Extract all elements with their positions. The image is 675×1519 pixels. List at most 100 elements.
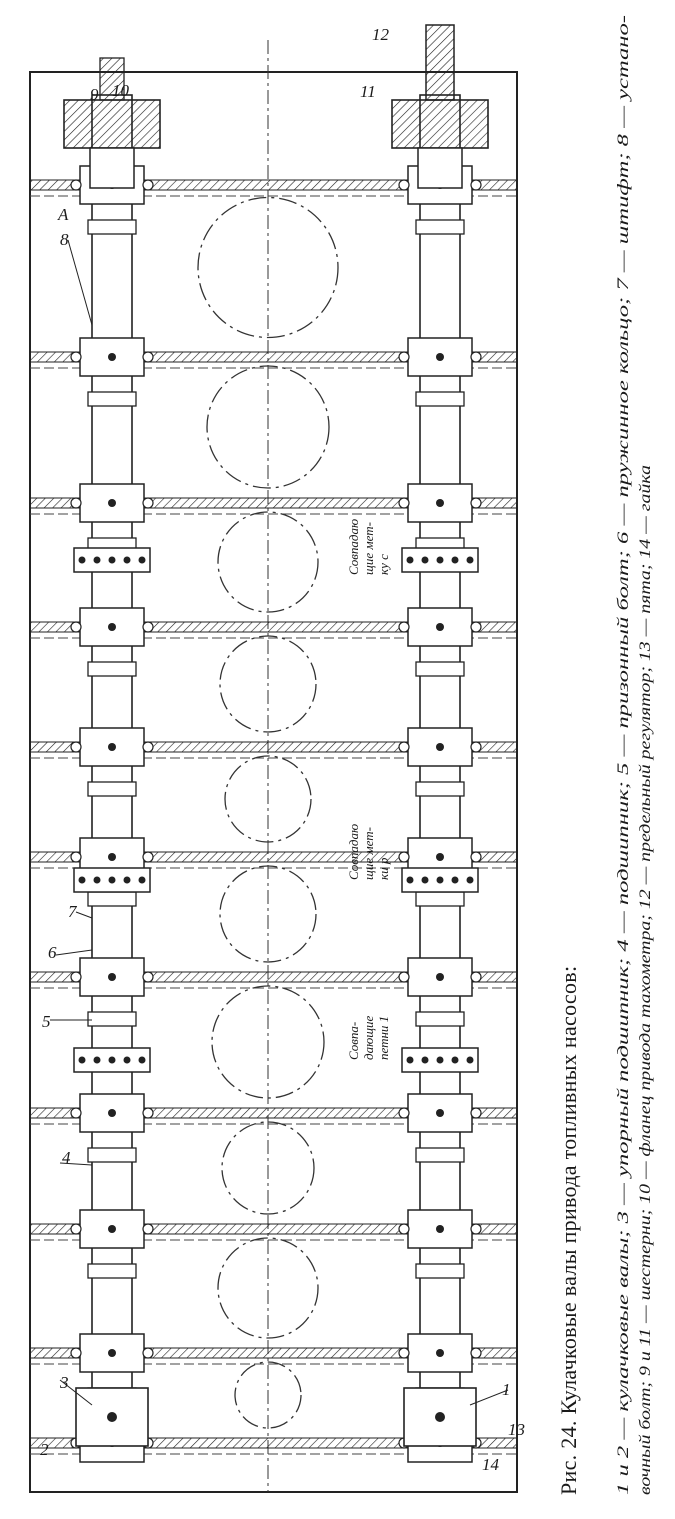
coupling-bolt (123, 876, 131, 884)
partition-wall (29, 1347, 518, 1359)
coupling-bolt (138, 1056, 146, 1064)
bolt-head (470, 1107, 482, 1119)
drive-stub (425, 24, 455, 101)
coupling-bolt (138, 556, 146, 564)
cam-circle (234, 1361, 302, 1429)
bearing-pin (436, 1109, 444, 1117)
callout-12: 12 (372, 25, 390, 44)
partition-wall (29, 179, 518, 191)
figure-legend: 1 и 2 — кулачковые валы; 3 — упорный под… (615, 15, 654, 1495)
partition-wall (29, 741, 518, 753)
callout-2: 2 (40, 1440, 49, 1459)
coupling-bolt (123, 1056, 131, 1064)
coupling-bolt (406, 876, 414, 884)
coupling-bolt (93, 1056, 101, 1064)
shaft-collar (415, 1147, 465, 1163)
bolt-head (470, 1347, 482, 1359)
bolt-head (70, 851, 82, 863)
shaft-collar (415, 781, 465, 797)
callouts-group: 1 2 3 4 5 6 7 8 9 10 11 12 13 14 A (40, 25, 525, 1474)
coupling-bolt (451, 556, 459, 564)
bearing-pin (108, 1225, 116, 1233)
callout-14: 14 (482, 1455, 500, 1474)
annotation-3-line2: щие мет- (361, 522, 376, 575)
shafts-group (63, 24, 489, 1463)
callout-7: 7 (68, 902, 78, 921)
callout-A: A (57, 205, 69, 224)
bolt-head (70, 179, 82, 191)
partition-wall (29, 851, 518, 863)
partition-wall (29, 971, 518, 983)
bearing-pin (436, 1349, 444, 1357)
coupling-bolt (78, 876, 86, 884)
shaft-collar (415, 1263, 465, 1279)
callout-leader (75, 911, 93, 919)
coupling-bolt (138, 876, 146, 884)
callout-13: 13 (508, 1420, 525, 1439)
shaft-collar (87, 1263, 137, 1279)
gear-hub (89, 147, 135, 189)
callout-3: 3 (59, 1373, 69, 1392)
cam-circle (221, 1121, 315, 1215)
annotation-2-line2: щие мет- (361, 827, 376, 880)
annotation-2-line3: ки р (376, 857, 391, 880)
callout-leader (67, 239, 93, 326)
coupling-bolt (108, 556, 116, 564)
bearing-pin (436, 973, 444, 981)
bolt-head (470, 179, 482, 191)
bolt-head (398, 179, 410, 191)
bolt-head (470, 851, 482, 863)
coupling-bolt (466, 1056, 474, 1064)
bolt-head (142, 741, 154, 753)
annotation-3-line1: Совпадаю (346, 519, 361, 575)
lower-shaft (419, 94, 461, 1456)
bolt-head (142, 1107, 154, 1119)
bearing-pin (108, 499, 116, 507)
annotation-1-line2: дающие (361, 1015, 376, 1060)
bolt-head (142, 179, 154, 191)
coupling-bolt (436, 1056, 444, 1064)
cam-circle (217, 1237, 319, 1339)
coupling-bolt (451, 876, 459, 884)
end-bearing-pin (435, 1412, 445, 1422)
gear-box (63, 99, 161, 149)
callout-10: 10 (112, 81, 130, 100)
bolt-head (398, 621, 410, 633)
shaft-collar (87, 1011, 137, 1027)
coupling-bolt (466, 876, 474, 884)
shaft-collar (87, 391, 137, 407)
cam-circle (217, 511, 319, 613)
bearing-pin (108, 973, 116, 981)
gear-box (391, 99, 489, 149)
partition-wall (29, 1107, 518, 1119)
cam-circle (206, 365, 330, 489)
bearing-pin (436, 623, 444, 631)
partition-wall (29, 497, 518, 509)
bolt-head (142, 497, 154, 509)
coupling-bolt (123, 556, 131, 564)
coupling-bolt (466, 556, 474, 564)
bearing-pin (108, 1109, 116, 1117)
annotation-match-c: Совпадаю щие мет- ку с (346, 519, 391, 575)
coupling-bolt (78, 556, 86, 564)
bearing-housing (407, 1333, 473, 1373)
bolt-head (142, 851, 154, 863)
coupling-bolt (93, 876, 101, 884)
coupling-bolt (436, 556, 444, 564)
partition-wall (29, 351, 518, 363)
annotation-match-p: Совпадаю щие мет- ки р (346, 824, 391, 880)
bolt-head (70, 351, 82, 363)
housing-outline (29, 71, 518, 1493)
coupling-bolt (78, 1056, 86, 1064)
bolt-head (142, 971, 154, 983)
callout-leader (469, 1389, 509, 1406)
callout-8: 8 (60, 230, 69, 249)
bolt-head (70, 497, 82, 509)
bolt-head (70, 621, 82, 633)
partition-wall (29, 1223, 518, 1235)
bolt-head (398, 1347, 410, 1359)
bearing-pin (436, 499, 444, 507)
callout-6: 6 (48, 943, 57, 962)
shaft-collar (87, 661, 137, 677)
